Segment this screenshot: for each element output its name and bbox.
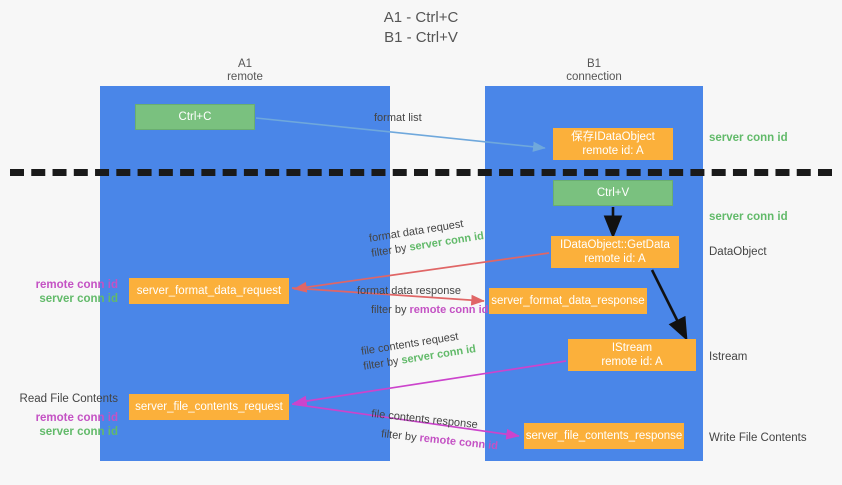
node-server-format-data-request[interactable]: server_format_data_request (129, 278, 289, 304)
label-dataobject: DataObject (709, 246, 767, 258)
title-line-2: B1 - Ctrl+V (384, 29, 458, 46)
node-server-file-contents-response[interactable]: server_file_contents_response (524, 423, 684, 449)
node-getdata[interactable]: IDataObject::GetData remote id: A (551, 236, 679, 268)
label-conn-ids-lower: remote conn id server conn id (8, 411, 118, 439)
label-server-conn-id-lower: server conn id (39, 426, 118, 438)
filter-value-remote-conn-id: remote conn id (409, 304, 489, 316)
node-istream-sub: remote id: A (601, 356, 663, 368)
node-save-idataobject-sub: remote id: A (582, 145, 644, 157)
column-a1-role: remote (227, 71, 263, 83)
node-save-idataobject[interactable]: 保存IDataObject remote id: A (553, 128, 673, 160)
node-ctrl-v-label: Ctrl+V (596, 187, 630, 199)
label-read-file-contents: Read File Contents (19, 393, 118, 405)
node-server-file-contents-response-label: server_file_contents_response (525, 430, 683, 442)
edge-label-format-list: format list (374, 112, 422, 124)
node-server-format-data-response-label: server_format_data_response (491, 295, 645, 307)
label-server-conn-id-top: server conn id (709, 132, 788, 144)
label-istream: Istream (709, 351, 748, 363)
filter-prefix: filter by (371, 304, 410, 316)
node-istream[interactable]: IStream remote id: A (568, 339, 696, 371)
node-server-format-data-request-label: server_format_data_request (136, 285, 282, 297)
node-save-idataobject-label: 保存IDataObject (571, 131, 655, 143)
label-remote-conn-id-lower: remote conn id (35, 412, 118, 424)
edge-label-format-data-response-title: format data response (357, 285, 461, 297)
filter-value-remote-conn-id: remote conn id (418, 432, 499, 453)
column-header-b1: B1 connection (485, 58, 703, 84)
column-b1-name: B1 (586, 58, 602, 70)
label-conn-ids-upper: remote conn id server conn id (8, 278, 118, 306)
node-getdata-label: IDataObject::GetData (560, 239, 670, 251)
node-getdata-sub: remote id: A (584, 253, 646, 265)
label-write-file-contents: Write File Contents (709, 432, 807, 444)
node-ctrl-c-label: Ctrl+C (178, 111, 212, 123)
edge-label-format-data-response-filter: filter by remote conn id (371, 303, 488, 318)
label-server-conn-id-upper: server conn id (39, 293, 118, 305)
node-server-format-data-response[interactable]: server_format_data_response (489, 288, 647, 314)
node-istream-label: IStream (611, 342, 653, 354)
node-server-file-contents-request[interactable]: server_file_contents_request (129, 394, 289, 420)
column-a1-name: A1 (237, 58, 253, 70)
node-ctrl-v[interactable]: Ctrl+V (553, 180, 673, 206)
column-header-a1: A1 remote (100, 58, 390, 84)
filter-prefix: filter by (380, 428, 421, 445)
node-ctrl-c[interactable]: Ctrl+C (135, 104, 255, 130)
phase-divider (10, 169, 832, 176)
label-server-conn-id-mid: server conn id (709, 211, 788, 223)
column-b1-role: connection (566, 71, 622, 83)
page-title: A1 - Ctrl+C B1 - Ctrl+V (0, 8, 842, 48)
title-line-1: A1 - Ctrl+C (383, 9, 459, 26)
label-remote-conn-id-upper: remote conn id (35, 279, 118, 291)
node-server-file-contents-request-label: server_file_contents_request (135, 401, 283, 413)
edge-label-format-data-response: format data response filter by remote co… (357, 284, 488, 318)
